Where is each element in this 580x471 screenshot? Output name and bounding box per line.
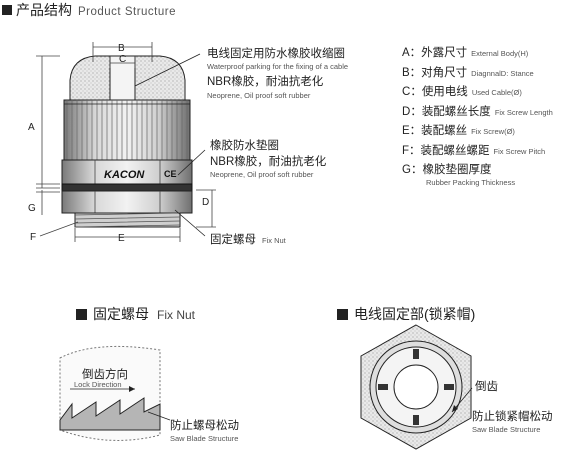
bullet-square-icon [337, 309, 348, 320]
nut-antiloose-en: Saw Blade Structure [170, 434, 239, 443]
bullet-square-icon [2, 5, 12, 15]
seal-callout-cn: 电线固定用防水橡胶收缩圈 [207, 48, 345, 60]
spec-item-en: Rubber Packing Thickness [426, 178, 516, 187]
seal-callout-en: Waterproof parking for the fixing of a c… [207, 62, 349, 71]
lock-direction-en: Lock Direction [74, 380, 122, 389]
cap-antiloose-cn: 防止锁紧帽松动 [472, 411, 553, 423]
dim-label-a: A [28, 122, 35, 133]
bullet-square-icon [76, 309, 87, 320]
dim-label-d: D [202, 197, 209, 208]
nut-antiloose-cn: 防止螺母松动 [170, 420, 239, 432]
section-title-cap: 电线固定部(锁紧帽) [337, 304, 475, 324]
dim-label-b: B [118, 43, 125, 54]
rubber-gasket [61, 183, 193, 192]
dim-label-e: E [118, 233, 125, 244]
lock-direction-cn: 倒齿方向 [82, 369, 128, 381]
dimension-lines [36, 42, 216, 242]
gasket-material-en: Neoprene, Oil proof soft rubber [210, 170, 314, 179]
hex-body: KACON CE [61, 159, 193, 185]
spec-item: G：橡胶垫圈厚度 [402, 164, 492, 176]
gasket-material-cn: NBR橡胶，耐油抗老化 [210, 156, 327, 168]
dim-label-f: F [30, 232, 36, 243]
fix-nut [61, 190, 193, 214]
cap-antiloose-en: Saw Blade Structure [472, 425, 541, 434]
brand-logo: KACON [104, 169, 145, 181]
ce-mark: CE [164, 169, 177, 179]
dim-label-g: G [28, 203, 36, 214]
gasket-callout-cn: 橡胶防水垫圈 [210, 140, 279, 152]
seal-material-en: Neoprene, Oil proof soft rubber [207, 91, 311, 100]
dim-label-c: C [119, 54, 126, 65]
saw-tooth-label: 倒齿 [475, 381, 498, 393]
lock-cap [63, 99, 191, 161]
cable-hole [109, 55, 136, 103]
callout-leaders [134, 53, 206, 237]
cap-top-view [360, 324, 473, 450]
nut-saw-detail [59, 345, 171, 441]
fix-screw-thread [74, 212, 181, 228]
seal-material-cn: NBR橡胶，耐油抗老化 [207, 76, 324, 88]
